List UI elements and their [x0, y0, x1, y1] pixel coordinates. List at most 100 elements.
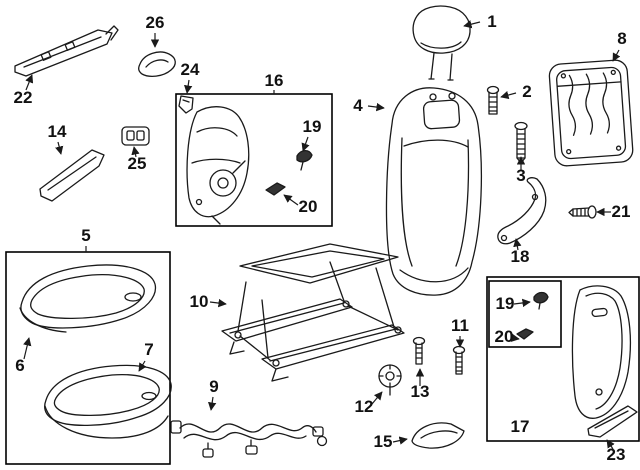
leader-arrow-22	[25, 74, 34, 91]
callout-16: 16	[265, 71, 284, 94]
leader-arrow-2	[500, 90, 517, 100]
callout-label-23[interactable]: 23	[607, 445, 626, 464]
group-box-17	[486, 276, 640, 442]
side-trim-panel-part-17	[571, 285, 632, 419]
side-shield-part-16	[186, 106, 250, 225]
callout-label-17[interactable]: 17	[511, 417, 530, 436]
callout-12: 12	[355, 391, 383, 416]
callout-label-25[interactable]: 25	[128, 154, 147, 173]
callout-label-26[interactable]: 26	[146, 13, 165, 32]
callout-17: 17	[511, 417, 530, 436]
callout-6: 6	[15, 337, 32, 375]
callout-label-12[interactable]: 12	[355, 397, 374, 416]
screw-part-21	[568, 205, 597, 219]
leader-arrow-4	[367, 102, 385, 112]
callout-label-13[interactable]: 13	[411, 382, 430, 401]
callout-label-14[interactable]: 14	[48, 122, 67, 141]
trim-bracket-part-15	[411, 422, 465, 449]
leader-arrow-14	[55, 141, 64, 155]
callout-label-11[interactable]: 11	[451, 316, 469, 335]
leader-arrow-10	[209, 298, 227, 308]
track-cover-part-22	[14, 25, 119, 77]
callout-label-19b[interactable]: 19	[496, 294, 515, 313]
callout-20-box16: 20	[283, 194, 318, 216]
leader-arrow-9	[207, 396, 217, 411]
leader-arrow-19b	[513, 298, 531, 308]
callout-14: 14	[48, 122, 67, 155]
clip-part-20-box16	[265, 182, 286, 196]
callout-label-2[interactable]: 2	[522, 82, 531, 101]
callout-9: 9	[207, 377, 219, 411]
callout-label-20b[interactable]: 20	[495, 327, 514, 346]
callout-20-right: 20	[495, 327, 520, 346]
leader-arrow-18	[513, 238, 522, 251]
clip-part-20-right	[516, 328, 534, 340]
leader-arrow-23	[606, 439, 615, 450]
bolt-part-3	[514, 121, 528, 164]
seat-back-part	[385, 87, 482, 296]
callout-label-10[interactable]: 10	[190, 292, 209, 311]
leader-arrow-19a	[301, 136, 310, 152]
callout-21: 21	[596, 202, 631, 221]
callout-label-24[interactable]: 24	[181, 60, 200, 79]
callout-23: 23	[606, 439, 626, 464]
seat-cushion-part-7	[44, 364, 172, 439]
callout-label-19a[interactable]: 19	[303, 117, 322, 136]
bolt-part-2	[486, 85, 500, 115]
clip-part-19-right	[533, 291, 549, 310]
callout-8: 8	[612, 29, 627, 62]
trim-strip-part-23	[587, 405, 638, 438]
callout-3: 3	[516, 156, 526, 185]
leader-arrow-20b	[510, 333, 520, 342]
leader-arrow-6	[23, 337, 32, 360]
callout-label-1[interactable]: 1	[487, 12, 496, 31]
callout-19-box16: 19	[301, 117, 322, 152]
callout-label-3[interactable]: 3	[516, 166, 525, 185]
leader-arrow-20a	[283, 194, 299, 206]
callout-label-9[interactable]: 9	[209, 377, 218, 396]
callout-5: 5	[81, 226, 91, 252]
wire-harness-part-9	[170, 420, 328, 458]
callout-2: 2	[500, 82, 532, 101]
callout-label-18[interactable]: 18	[511, 247, 530, 266]
leader-arrow-12	[371, 391, 383, 405]
callout-label-8[interactable]: 8	[617, 29, 626, 48]
callout-label-4[interactable]: 4	[353, 96, 363, 115]
callout-label-15[interactable]: 15	[374, 432, 393, 451]
callout-7: 7	[138, 340, 154, 372]
callout-22: 22	[14, 74, 34, 107]
callout-25: 25	[128, 146, 147, 173]
bolt-part-11	[452, 345, 466, 375]
group-box-16	[175, 93, 333, 227]
group-box-5	[5, 251, 171, 465]
callout-label-22[interactable]: 22	[14, 88, 33, 107]
callout-label-21[interactable]: 21	[612, 202, 631, 221]
callout-18: 18	[511, 238, 530, 266]
seat-back-frame-part	[548, 59, 634, 167]
leader-arrow-8	[612, 49, 621, 62]
bolt-part-13	[412, 336, 426, 365]
callout-label-6[interactable]: 6	[15, 356, 24, 375]
side-frame-member-part	[497, 177, 547, 245]
leader-arrow-7	[138, 360, 147, 372]
callout-4: 4	[353, 96, 385, 115]
callout-15: 15	[374, 432, 408, 451]
callout-24: 24	[181, 60, 200, 94]
group-box-19-20	[488, 280, 562, 348]
leader-arrow-24	[183, 79, 193, 94]
trim-part-14	[39, 149, 105, 202]
callout-label-20a[interactable]: 20	[299, 197, 318, 216]
callout-label-5[interactable]: 5	[81, 226, 90, 245]
callout-26: 26	[146, 13, 165, 48]
callout-11: 11	[451, 316, 469, 348]
headrest-part	[412, 5, 471, 81]
callout-label-7[interactable]: 7	[144, 340, 153, 359]
armrest-handle-part-26	[138, 51, 176, 77]
leader-arrow-25	[131, 146, 140, 158]
clip-part-24	[178, 95, 194, 114]
leader-arrow-1	[463, 20, 481, 29]
callout-label-16[interactable]: 16	[265, 71, 284, 90]
clip-part-19-box16	[296, 149, 313, 171]
callout-19-right: 19	[496, 294, 531, 313]
